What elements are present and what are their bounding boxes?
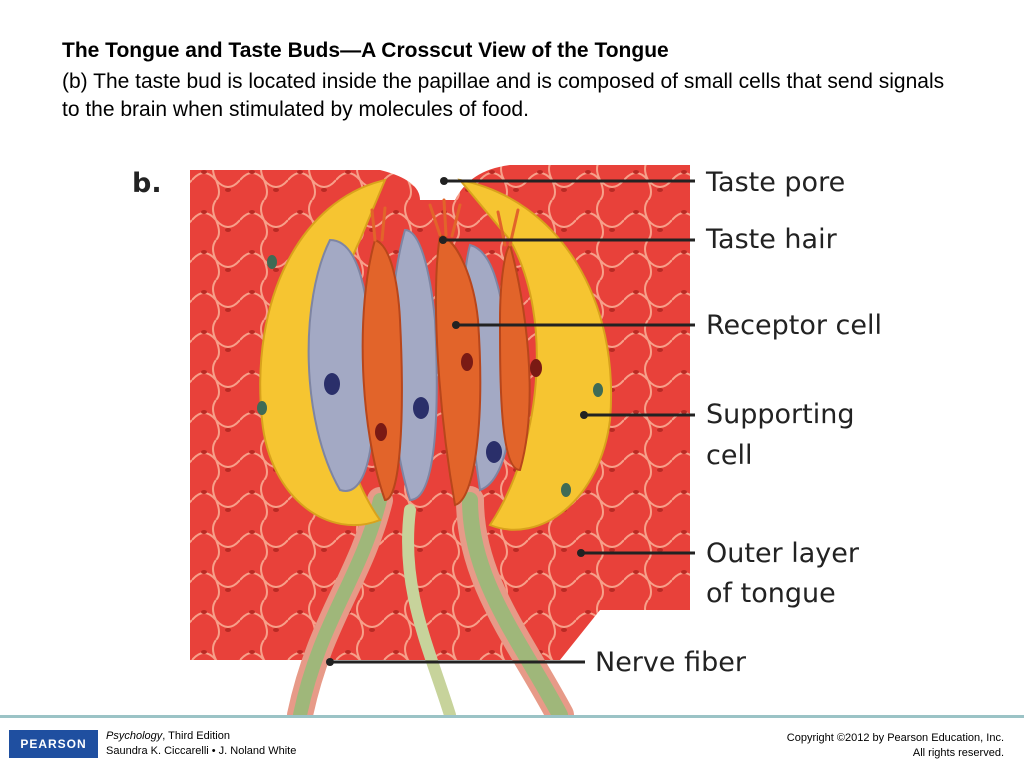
label-receptor-cell: Receptor cell — [706, 310, 882, 341]
taste-bud-diagram: b. Taste pore Taste hair Receptor cell S… — [132, 165, 882, 715]
label-nerve-fiber: Nerve fiber — [595, 647, 747, 678]
copyright-notice: Copyright ©2012 by Pearson Education, In… — [787, 731, 1004, 761]
label-outer-layer-line2: of tongue — [706, 578, 836, 609]
label-outer-layer-line1: Outer layer — [706, 538, 860, 569]
book-info: Psychology, Third Edition Saundra K. Cic… — [106, 729, 296, 759]
publisher-logo: PEARSON — [9, 730, 98, 758]
slide-title: The Tongue and Taste Buds—A Crosscut Vie… — [62, 39, 669, 62]
leader-lines — [330, 179, 695, 664]
nerve-fibers — [287, 486, 574, 715]
copyright-line1: Copyright ©2012 by Pearson Education, In… — [786, 732, 1004, 744]
book-title: Psychology — [106, 730, 163, 742]
book-edition: , Third Edition — [162, 730, 230, 742]
slide-subtitle: (b) The taste bud is located inside the … — [62, 70, 945, 121]
label-taste-hair: Taste hair — [705, 224, 838, 255]
slide-footer: PEARSON Psychology, Third Edition Saundr… — [0, 715, 1024, 768]
taste-hairs — [370, 198, 520, 247]
footer-divider — [0, 715, 1024, 718]
receptor-cells — [361, 233, 542, 507]
label-taste-pore: Taste pore — [705, 167, 845, 198]
label-supporting-cell-line2: cell — [706, 440, 752, 471]
label-supporting-cell-line1: Supporting — [706, 399, 855, 430]
panel-letter: b. — [132, 168, 162, 199]
copyright-line2: All rights reserved. — [912, 747, 1004, 759]
book-authors: Saundra K. Ciccarelli • J. Noland White — [106, 745, 297, 757]
gray-cells — [307, 228, 513, 502]
